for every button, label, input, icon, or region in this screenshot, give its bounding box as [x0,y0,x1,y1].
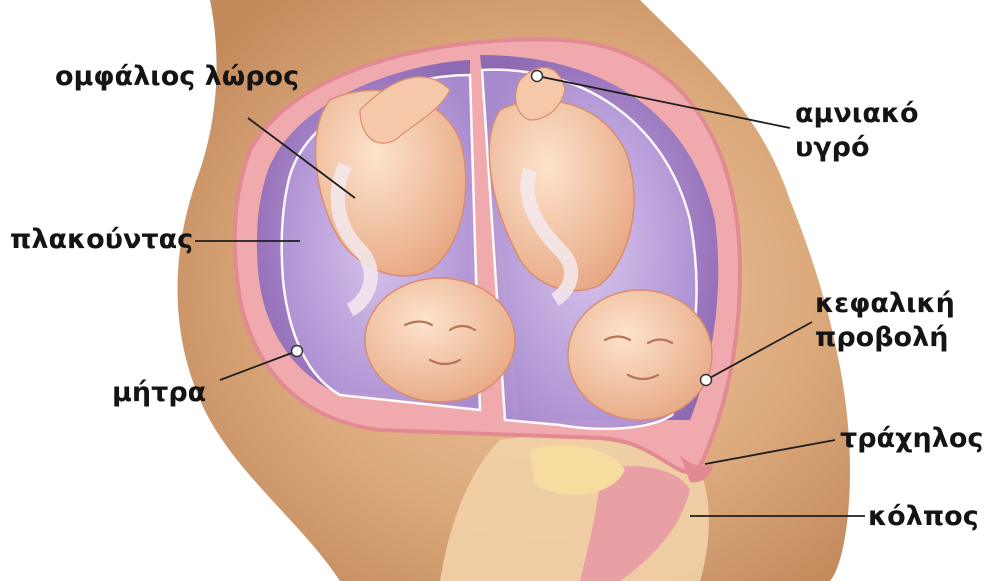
dot-uterus [292,346,303,357]
label-umbilical-cord: ομφάλιος λώρος [55,60,299,94]
label-placenta: πλακούντας [10,223,193,257]
label-amniotic-fluid: αμνιακό υγρό [795,97,919,165]
label-uterus: μήτρα [112,376,206,410]
label-cephalic-line2: προβολή [815,321,955,355]
label-amniotic-fluid-line1: αμνιακό [795,97,919,131]
label-vagina: κόλπος [868,500,979,534]
dot-amniotic-fluid [532,71,543,82]
fetus-left-head [365,278,515,402]
label-cephalic-presentation: κεφαλική προβολή [815,287,955,355]
fetus-right-head [568,290,712,420]
dot-cephalic [701,375,712,386]
label-amniotic-fluid-line2: υγρό [795,131,919,165]
label-cephalic-line1: κεφαλική [815,287,955,321]
label-cervix: τράχηλος [840,422,983,456]
